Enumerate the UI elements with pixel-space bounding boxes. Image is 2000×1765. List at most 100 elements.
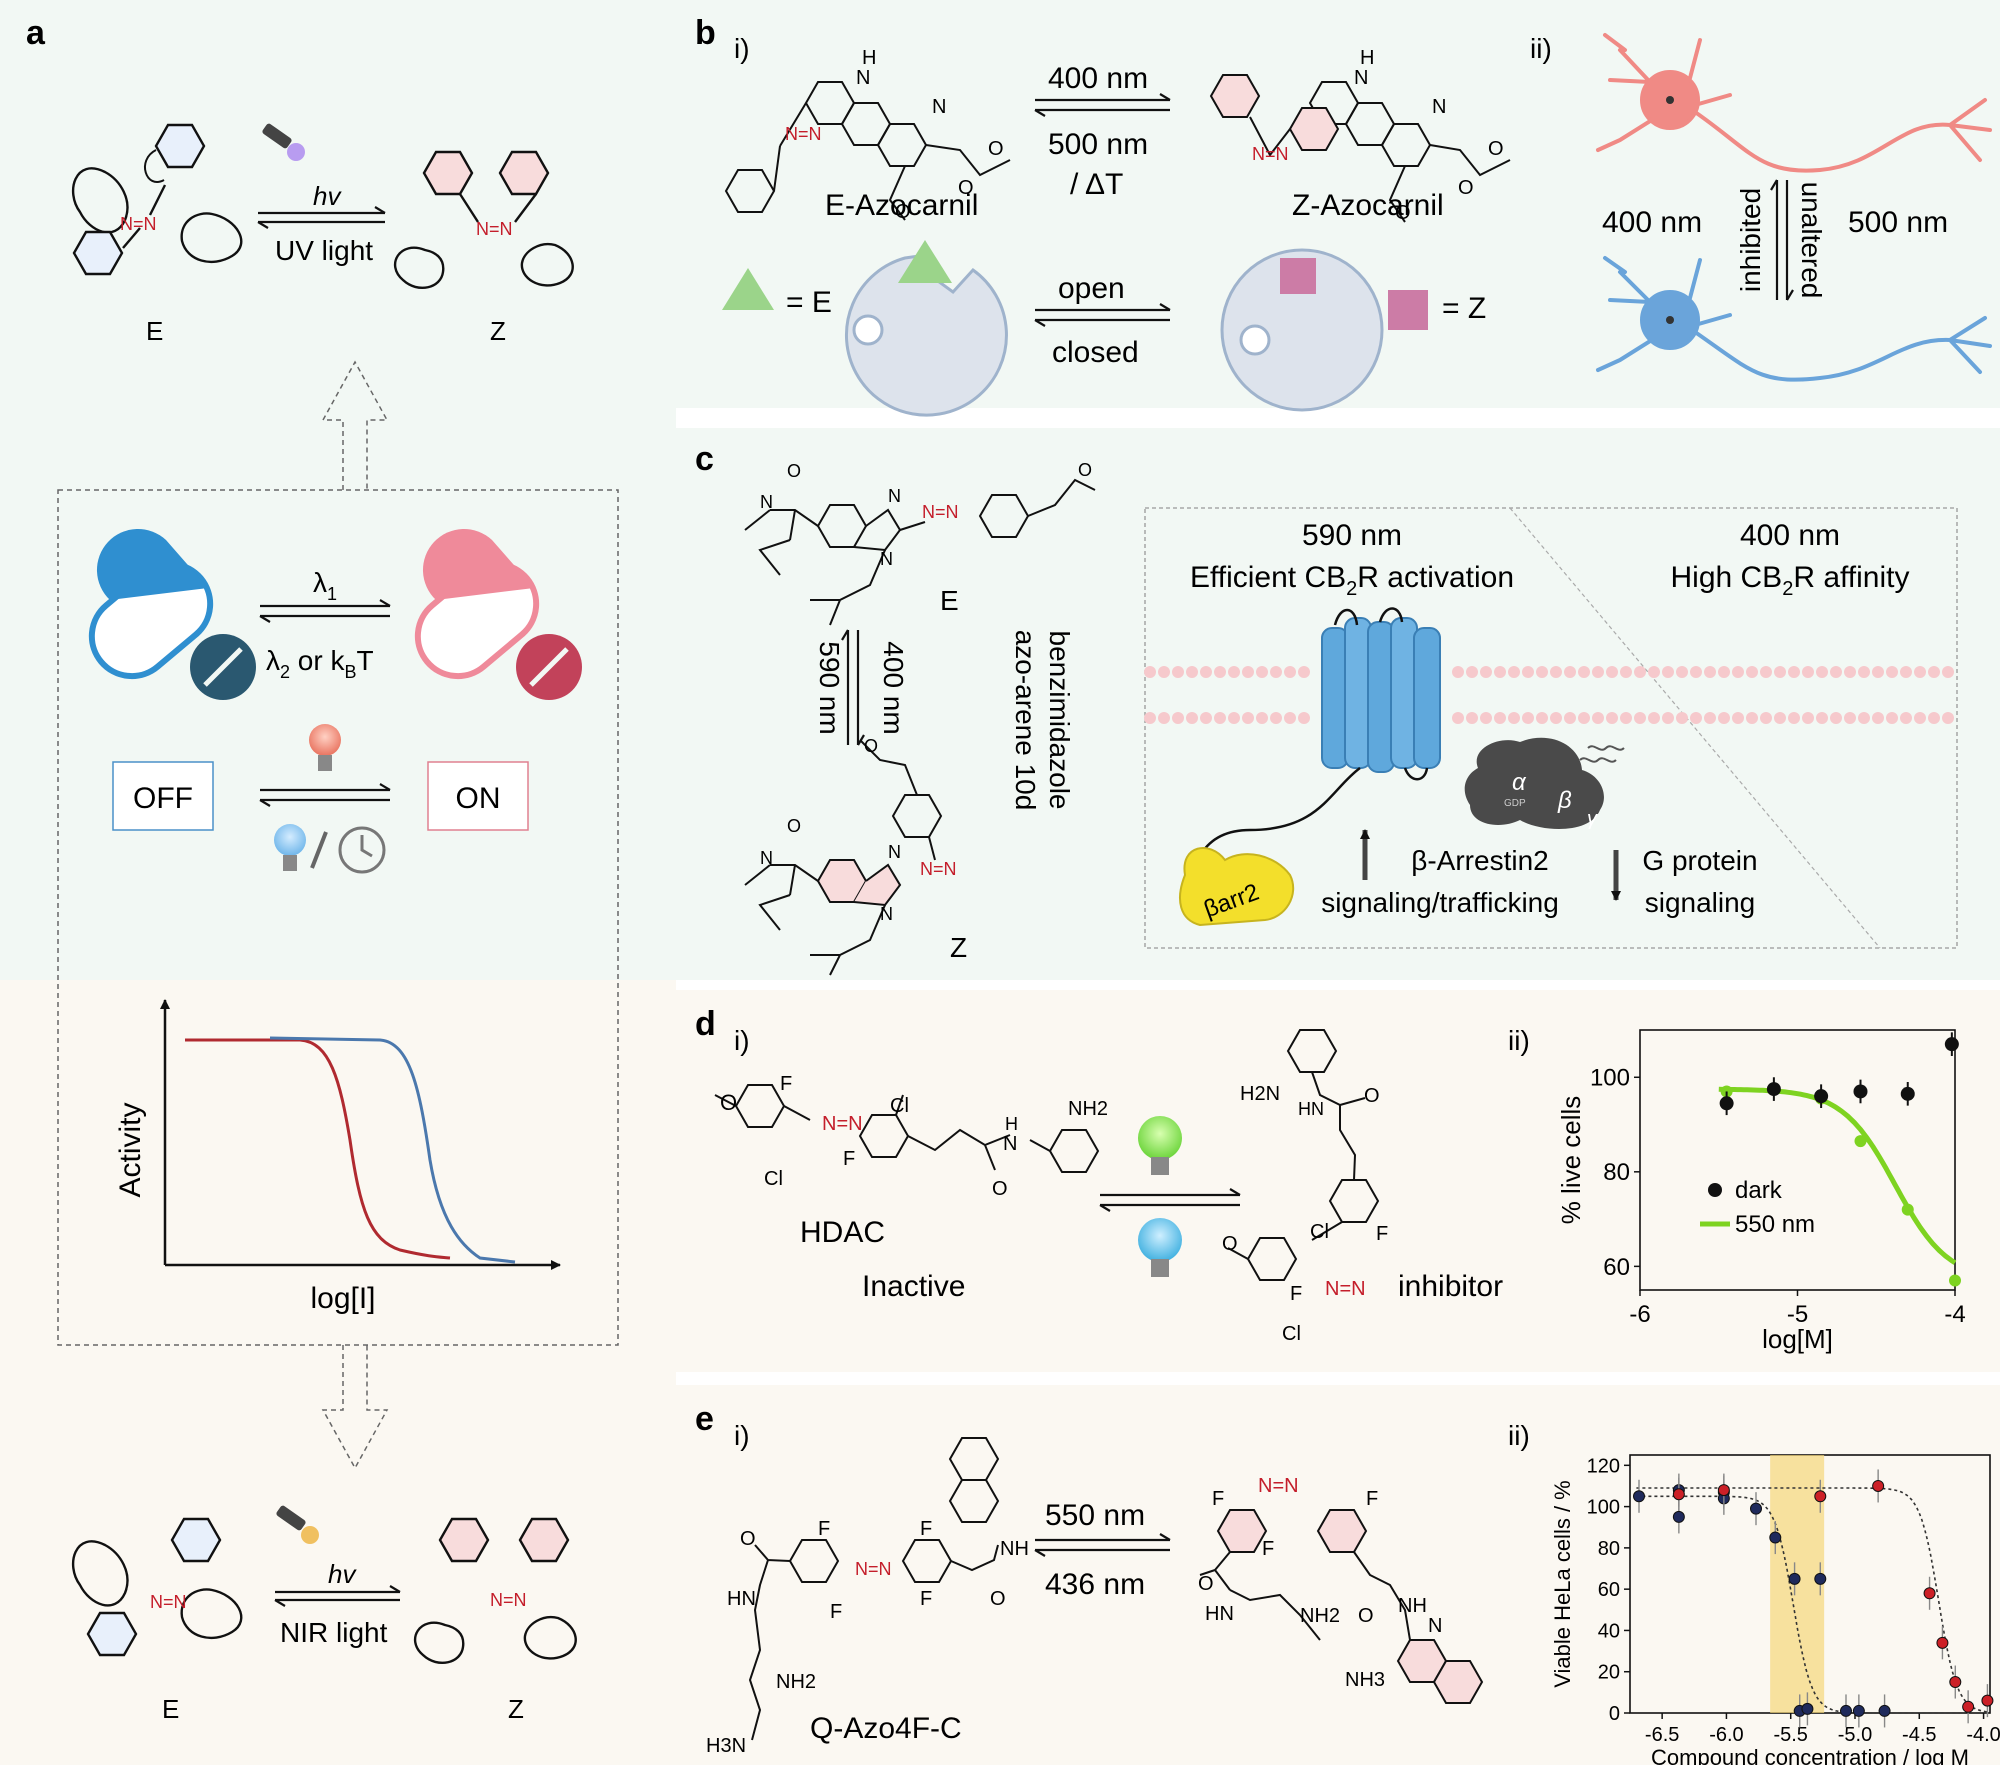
- lipid-head: [1592, 666, 1604, 678]
- benzimidazole-e-structure: [744, 478, 1096, 626]
- y-axis-label: Viable HeLa cells / %: [1550, 1480, 1575, 1688]
- lipid-head: [1802, 666, 1814, 678]
- on-label: ON: [456, 782, 501, 815]
- inhibited-label: inhibited: [1735, 188, 1766, 292]
- panel-b: b i) H N N N=N O O O E-Azocarnil 400 nm …: [676, 0, 2000, 417]
- panel-b-sub-i: i): [734, 33, 750, 64]
- azobenzene-z-bottom: [413, 1517, 577, 1665]
- lipid-head: [1872, 712, 1884, 724]
- data-point-blue: [1750, 1502, 1762, 1515]
- lipid-head: [1704, 666, 1716, 678]
- c-right-wave: 400 nm: [1740, 519, 1840, 552]
- panel-a-letter: a: [26, 14, 46, 52]
- lipid-head: [1144, 712, 1156, 724]
- data-point-blue: [1633, 1490, 1645, 1503]
- e-forward-label: 550 nm: [1045, 1499, 1145, 1532]
- lipid-head: [1634, 712, 1646, 724]
- lipid-head: [1270, 666, 1282, 678]
- svg-text:N: N: [888, 486, 901, 506]
- x-tick-label: -6.5: [1645, 1724, 1679, 1746]
- data-point-red: [1672, 1488, 1685, 1501]
- panel-b-letter: b: [695, 14, 716, 52]
- nir-light-label: NIR light: [280, 1617, 388, 1648]
- svg-text:γ: γ: [1587, 808, 1598, 830]
- svg-text:O: O: [1395, 202, 1411, 224]
- pill-reverse-label: λ2 or kBT: [266, 645, 374, 682]
- lipid-head: [1536, 712, 1548, 724]
- svg-text:F: F: [1262, 1538, 1274, 1560]
- svg-text:Cl: Cl: [1282, 1323, 1301, 1345]
- lipid-head: [1718, 712, 1730, 724]
- lipid-head: [1242, 712, 1254, 724]
- svg-text:O: O: [740, 1528, 756, 1550]
- receptor-closed-icon: [1220, 248, 1384, 412]
- x-tick-label: -6.0: [1709, 1724, 1743, 1746]
- azobenzene-e-top: [71, 123, 243, 276]
- lipid-head: [1284, 666, 1296, 678]
- data-point-blue: [1878, 1704, 1891, 1717]
- fit-line-550nm: [1718, 1086, 1957, 1265]
- svg-text:O: O: [1198, 1573, 1214, 1595]
- dashed-box: [57, 489, 619, 1346]
- lipid-head: [1732, 712, 1744, 724]
- lipid-head: [1830, 666, 1842, 678]
- svg-text:HN: HN: [1298, 1099, 1324, 1119]
- activity-ylabel: Activity: [114, 1102, 147, 1197]
- hv-label-bottom: hv: [328, 1559, 357, 1589]
- azobenzene-z-top: [393, 150, 574, 290]
- data-point-red: [1962, 1700, 1975, 1713]
- svg-text:N: N: [856, 67, 870, 89]
- x-axis-label: Compound concentration / log M: [1651, 1745, 1969, 1765]
- lipid-head: [1802, 712, 1814, 724]
- lipid-head: [1760, 712, 1772, 724]
- pill-pink-icon: [414, 528, 582, 700]
- lipid-head: [1774, 666, 1786, 678]
- red-bulb-icon: [309, 724, 341, 771]
- fit-line-red: [1636, 1487, 1989, 1713]
- g-protein-icon: α GDP β γ: [1464, 737, 1625, 830]
- lipid-head: [1900, 666, 1912, 678]
- lipid-head: [1634, 666, 1646, 678]
- panel-a: a N=N N=N hv UV light E Z: [0, 0, 676, 1765]
- legend-dark-marker: [1708, 1183, 1722, 1197]
- e-reverse-label: 436 nm: [1045, 1568, 1145, 1601]
- lipid-head: [1830, 712, 1842, 724]
- svg-text:O: O: [787, 816, 801, 836]
- y-tick-label: 20: [1598, 1662, 1620, 1684]
- panel-b-sub-ii: ii): [1530, 33, 1552, 64]
- neuron-left-label: 400 nm: [1602, 206, 1702, 239]
- lipid-head: [1928, 666, 1940, 678]
- z-azocarnil-structure: [1209, 74, 1511, 223]
- svg-text:F: F: [1366, 1488, 1378, 1510]
- lipid-head: [1564, 712, 1576, 724]
- svg-text:N=N: N=N: [1258, 1475, 1299, 1497]
- svg-text:NH2: NH2: [1300, 1605, 1340, 1627]
- lipid-head: [1172, 666, 1184, 678]
- azo-label-bottom-z: N=N: [490, 1590, 527, 1610]
- data-point-dark: [1719, 1096, 1734, 1111]
- lipid-head: [1508, 712, 1520, 724]
- hdac-inactive-structure: [714, 1084, 1100, 1173]
- svg-text:N=N: N=N: [822, 1113, 863, 1135]
- svg-text:N=N: N=N: [1252, 144, 1289, 164]
- svg-text:N: N: [1428, 1615, 1442, 1637]
- svg-text:N=N: N=N: [922, 502, 959, 522]
- data-point-red: [1717, 1484, 1730, 1497]
- lipid-head: [1564, 666, 1576, 678]
- neuron-right-label: 500 nm: [1848, 206, 1948, 239]
- lipid-head: [1676, 712, 1688, 724]
- lipid-head: [1746, 712, 1758, 724]
- lipid-head: [1760, 666, 1772, 678]
- data-point-550nm: [1949, 1274, 1961, 1287]
- lipid-head: [1256, 712, 1268, 724]
- svg-text:N: N: [880, 904, 893, 924]
- e-azocarnil-structure: [724, 81, 1011, 221]
- data-point-blue: [1852, 1704, 1865, 1717]
- x-tick-label: -5.0: [1838, 1724, 1872, 1746]
- membrane-bilayer: [1144, 666, 1954, 724]
- data-point-blue: [1769, 1531, 1782, 1544]
- svg-text:Cl: Cl: [890, 1095, 909, 1117]
- lipid-head: [1298, 666, 1310, 678]
- c-iso-e: E: [940, 585, 959, 616]
- lipid-head: [1774, 712, 1786, 724]
